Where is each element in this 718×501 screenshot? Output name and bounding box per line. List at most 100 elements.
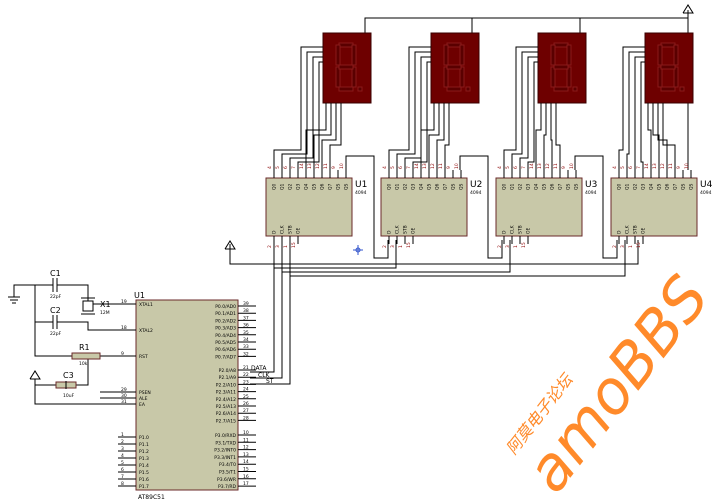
display-segment — [351, 66, 357, 88]
pin-label: Q6 — [435, 183, 441, 190]
pin-label: CLK — [510, 224, 516, 234]
mcu-pin-number: 29 — [121, 387, 127, 393]
shift-register-2: Q04Q15Q26Q37Q414Q513Q612Q711QS9QS10D2CLK… — [380, 163, 482, 248]
mcu-pin-number: 21 — [243, 365, 249, 371]
c1-value: 22pF — [50, 294, 62, 300]
pin-label: Q4 — [304, 183, 310, 190]
pin-number: 14 — [299, 163, 305, 169]
mcu-pin-name: P3.3/INT1 — [214, 455, 236, 461]
pin-number: 6 — [398, 166, 404, 169]
pin-label: Q2 — [633, 183, 639, 190]
mcu-pin-number: 6 — [121, 467, 124, 473]
display-segment — [660, 42, 676, 48]
pin-number: 4 — [497, 166, 503, 169]
display-segment — [443, 66, 449, 88]
pin-number: 12 — [315, 163, 321, 169]
pin-label: Q5 — [312, 183, 318, 190]
pin-number: 10 — [569, 163, 575, 169]
mcu-pin-name: P0.7/AD7 — [215, 354, 236, 360]
pin-label: Q5 — [657, 183, 663, 190]
pin-number: 3 — [620, 245, 626, 248]
shift-register-body — [380, 177, 468, 237]
mcu-pin-number: 13 — [243, 452, 249, 458]
mcu-pin-number: 19 — [121, 299, 127, 305]
pin-label: QS — [574, 183, 580, 190]
pin-number: 15 — [406, 242, 412, 248]
pin-label: Q3 — [526, 183, 532, 190]
pin-number: 13 — [537, 163, 543, 169]
display-segment — [553, 64, 569, 70]
mcu-pin-number: 17 — [243, 481, 249, 487]
pin-number: 1 — [628, 245, 634, 248]
shift-register-ref: U4 — [700, 180, 713, 190]
capacitor-c2: C2 22pF — [47, 306, 63, 337]
pin-number: 10 — [454, 163, 460, 169]
shift-register-ref: U1 — [355, 180, 367, 190]
mcu-pin-name: P0.4/AD4 — [215, 333, 236, 339]
shift-register-ref: U3 — [585, 180, 597, 190]
pin-label: OE — [411, 227, 417, 234]
mcu-pin-number: 33 — [243, 344, 249, 350]
mcu-pin-name: P3.5/T1 — [219, 470, 236, 476]
pin-number: 13 — [307, 163, 313, 169]
pin-number: 13 — [652, 163, 658, 169]
pin-label: STB — [518, 225, 524, 234]
mcu-pin-name: P3.2/INT0 — [214, 448, 236, 454]
crystal-x1: X1 12M — [81, 297, 111, 316]
pin-number: 11 — [553, 163, 559, 169]
mcu-pin-number: 35 — [243, 330, 249, 336]
pin-number: 1 — [283, 245, 289, 248]
mcu-pin-name: P1.3 — [139, 456, 149, 462]
pin-number: 5 — [505, 166, 511, 169]
pin-label: Q7 — [443, 183, 449, 190]
pin-label: Q6 — [665, 183, 671, 190]
display-segment — [553, 86, 569, 92]
c3-value: 10uF — [63, 393, 75, 399]
mcu-pin-name: P2.0/A8 — [219, 368, 236, 374]
mcu-pin: 7P1.6 — [118, 474, 149, 483]
mcu-pin-number: 23 — [243, 379, 249, 385]
display-segment — [443, 44, 449, 66]
shift-register-group: Q04Q15Q26Q37Q414Q513Q612Q711QS9QS10D2CLK… — [265, 163, 713, 248]
pin-number: 7 — [406, 166, 412, 169]
pin-number: 11 — [323, 163, 329, 169]
mcu-pin-number: 8 — [121, 481, 124, 487]
c1-ref: C1 — [50, 269, 61, 278]
display-segment — [660, 86, 676, 92]
mcu-pin-name: P1.4 — [139, 463, 149, 469]
wiring — [8, 4, 694, 405]
pin-label: QS — [336, 183, 342, 190]
mcu-pin-name: EA — [139, 402, 146, 408]
capacitor-c3: C3 10uF — [55, 371, 77, 399]
mcu-pin: 8P1.7 — [118, 481, 149, 490]
mcu-pin-number: 38 — [243, 308, 249, 314]
pin-number: 3 — [505, 245, 511, 248]
mcu-pin: 5P1.4 — [118, 460, 149, 469]
pin-number: 12 — [430, 163, 436, 169]
mcu-pin: 3P1.2 — [118, 446, 149, 455]
x1-ref: X1 — [100, 300, 111, 309]
pin-number: 7 — [636, 166, 642, 169]
pin-label: Q7 — [673, 183, 679, 190]
display-dot — [357, 86, 363, 92]
pin-number: 14 — [414, 163, 420, 169]
mcu-pin-number: 24 — [243, 387, 249, 393]
shift-register-ref: U2 — [470, 180, 482, 190]
mcu-pin-name: P3.0/RXD — [215, 433, 237, 439]
mcu-pin-name: P3.1/TXD — [215, 440, 236, 446]
mcu-pin-name: P0.2/AD2 — [215, 318, 236, 324]
mcu-pin-name: P0.6/AD6 — [215, 347, 236, 353]
mcu-pin: 1P1.0 — [118, 432, 149, 441]
mcu-pin-name: XTAL1 — [139, 302, 153, 308]
cursor-crosshair-icon — [353, 245, 363, 255]
mcu-pin-name: RST — [139, 354, 148, 360]
display-segment — [446, 86, 462, 92]
mcu-pin-number: 28 — [243, 415, 249, 421]
